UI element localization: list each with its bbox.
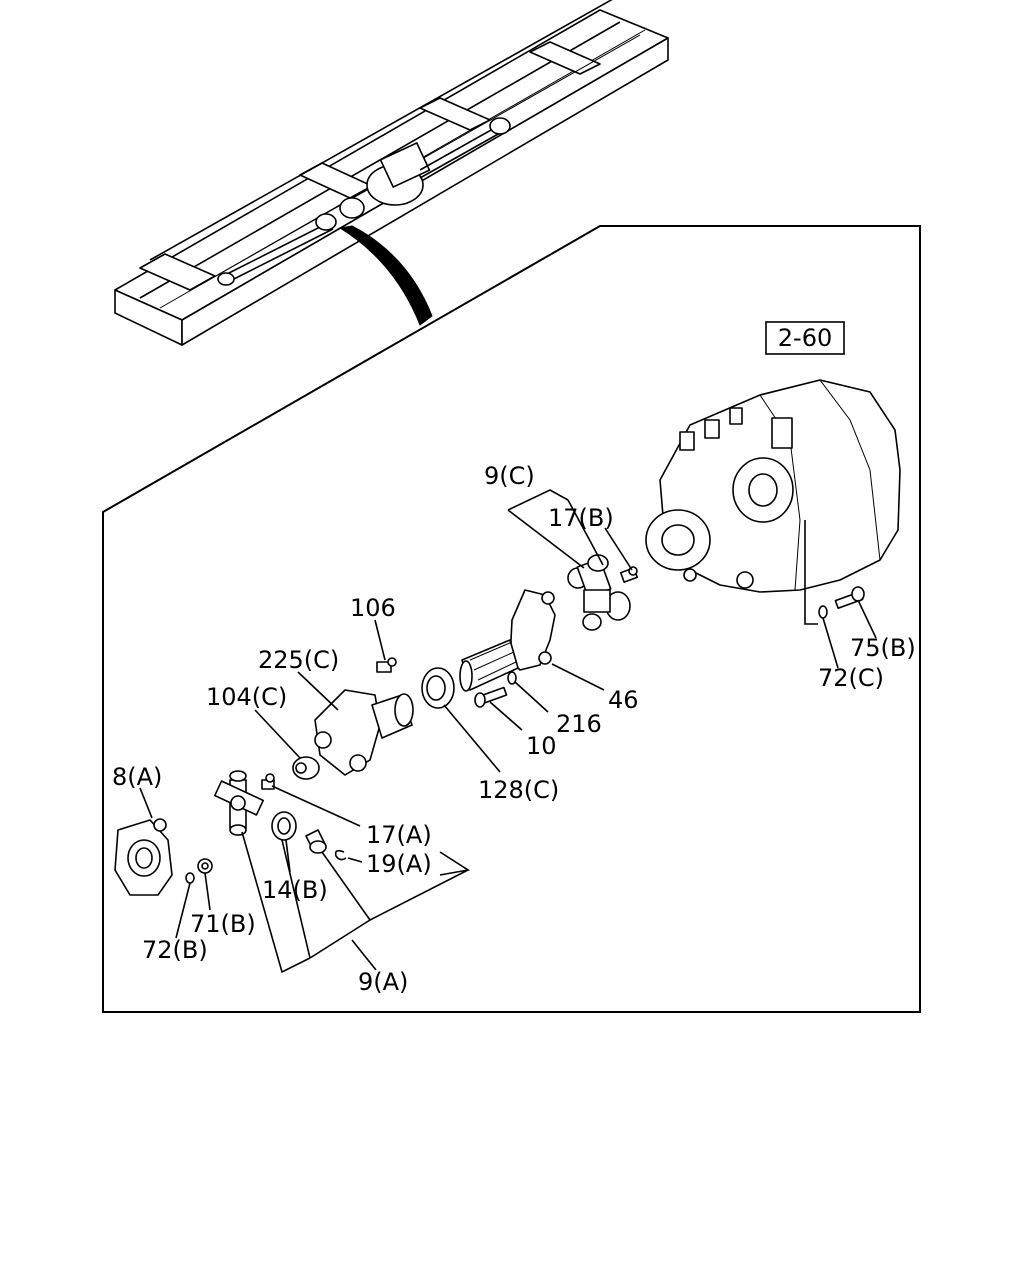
callout-46: 46 bbox=[608, 686, 639, 714]
grease-nipple-106 bbox=[376, 657, 397, 673]
callout-8a: 8(A) bbox=[112, 763, 162, 791]
callout-72c: 72(C) bbox=[818, 664, 884, 692]
callout-128c: 128(C) bbox=[478, 776, 559, 804]
callout-71b: 71(B) bbox=[190, 910, 256, 938]
leader-lines bbox=[139, 489, 877, 974]
callout-14b: 14(B) bbox=[262, 876, 328, 904]
washer-72c bbox=[818, 605, 828, 619]
nut-71b bbox=[197, 858, 213, 874]
callout-75b: 75(B) bbox=[850, 634, 916, 662]
universal-joint-9a bbox=[213, 770, 265, 836]
ref-box-2-60: 2-60 bbox=[765, 321, 845, 355]
washer-216 bbox=[507, 671, 517, 685]
callout-104c: 104(C) bbox=[206, 683, 287, 711]
callout-10: 10 bbox=[526, 732, 557, 760]
detail-box-outline bbox=[102, 225, 921, 1013]
transmission-housing bbox=[645, 379, 901, 593]
ref-box-label: 2-60 bbox=[778, 324, 832, 352]
grease-nipple-17a bbox=[261, 773, 275, 790]
bearing-cup-14b bbox=[271, 811, 297, 841]
callout-9a: 9(A) bbox=[358, 968, 408, 996]
slip-yoke-46 bbox=[459, 589, 556, 692]
washer-72b bbox=[185, 872, 195, 884]
snap-ring-19a bbox=[334, 849, 347, 861]
callout-19a: 19(A) bbox=[366, 850, 432, 878]
flange-yoke-8a bbox=[114, 818, 173, 896]
chassis-frame-overview bbox=[114, 0, 669, 346]
callout-labels: 9(C) 17(B) 106 225(C) 104(C) 46 216 10 1… bbox=[112, 462, 916, 996]
callout-9c: 9(C) bbox=[484, 462, 535, 490]
callout-17a: 17(A) bbox=[366, 821, 432, 849]
callout-225c: 225(C) bbox=[258, 646, 339, 674]
detail-pointer-arrow bbox=[338, 225, 433, 326]
bolt-10 bbox=[474, 686, 508, 708]
dust-cover-104c bbox=[292, 756, 320, 780]
needle-bearing bbox=[305, 829, 327, 854]
callout-72b: 72(B) bbox=[142, 936, 208, 964]
callout-106: 106 bbox=[350, 594, 396, 622]
callout-216: 216 bbox=[556, 710, 602, 738]
universal-joint-9c bbox=[567, 554, 631, 631]
sleeve-yoke-225c bbox=[314, 689, 414, 776]
grease-nipple-17b bbox=[619, 566, 639, 583]
seal-128c bbox=[421, 667, 455, 709]
callout-17b: 17(B) bbox=[548, 504, 614, 532]
